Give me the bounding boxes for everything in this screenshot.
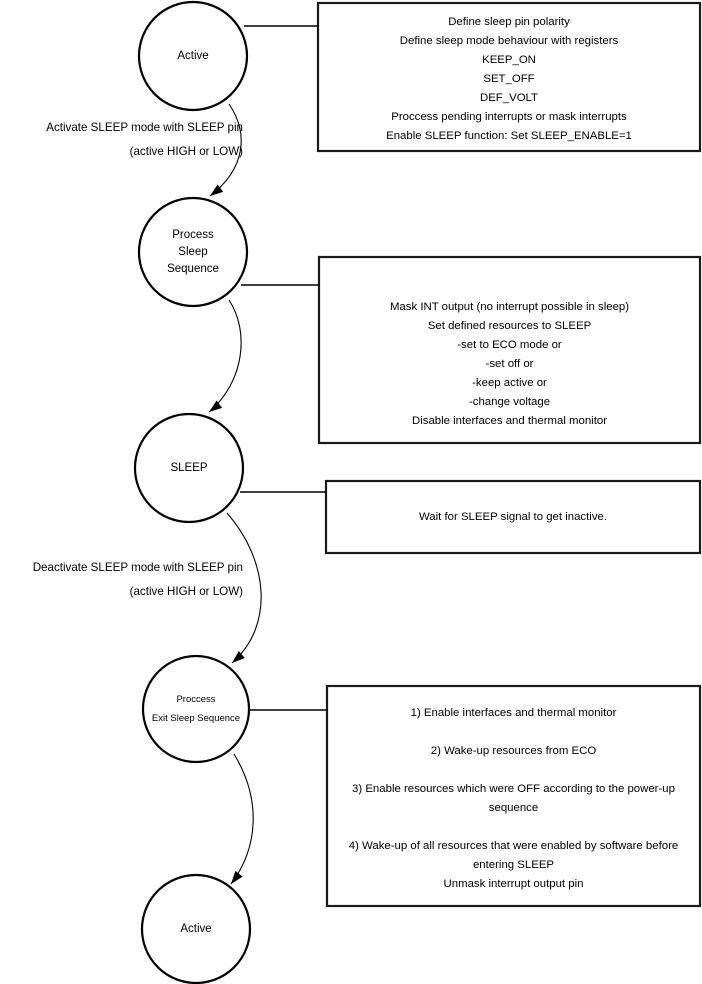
note-box-outline — [317, 255, 702, 445]
note-line: 4) Wake-up of all resources that were en… — [349, 840, 678, 852]
note-line: -keep active or — [472, 377, 547, 389]
note-box: Mask INT output (no interrupt possible i… — [317, 255, 702, 445]
note-line: -change voltage — [469, 396, 550, 408]
note-line: 1) Enable interfaces and thermal monitor — [411, 707, 617, 719]
transition-labels-layer: Activate SLEEP mode with SLEEP pin (activ… — [33, 121, 243, 598]
transition-arc — [226, 512, 262, 664]
arrowhead-icon — [232, 650, 245, 663]
note-box-outline — [325, 684, 702, 908]
note-line: entering SLEEP — [473, 859, 554, 871]
state-label: Active — [180, 923, 211, 935]
transition-arcs-layer — [208, 103, 262, 885]
transition-label-line: (active HIGH or LOW) — [130, 585, 244, 598]
note-line: Set defined resources to SLEEP — [428, 320, 591, 332]
state-label: SLEEP — [170, 462, 207, 474]
state-label: Sequence — [167, 263, 219, 275]
state-circle[interactable] — [133, 412, 245, 524]
note-line: Define sleep pin polarity — [448, 16, 570, 28]
note-line: -set off or — [486, 358, 534, 370]
state-label: Sleep — [178, 246, 207, 258]
state-circle[interactable] — [141, 654, 251, 764]
note-line: Proccess pending interrupts or mask inte… — [391, 111, 627, 123]
state-label: Active — [177, 50, 208, 62]
state-label: Process — [172, 229, 214, 241]
state-circle[interactable] — [137, 0, 249, 112]
transition-arc — [208, 299, 242, 413]
note-line: SET_OFF — [483, 73, 534, 85]
state-label: Proccess — [176, 694, 215, 705]
note-line: -set to ECO mode or — [457, 339, 562, 351]
note-line: Wait for SLEEP signal to get inactive. — [419, 511, 607, 523]
note-box: 1) Enable interfaces and thermal monitor… — [325, 684, 702, 908]
note-box-outline — [316, 1, 702, 153]
note-line: sequence — [489, 802, 538, 814]
arrowhead-icon — [209, 400, 223, 412]
note-box: Wait for SLEEP signal to get inactive. — [324, 479, 702, 555]
state-circles-layer: ActiveProcessSleepSequenceSLEEPProccessE… — [133, 0, 252, 984]
note-line: DEF_VOLT — [480, 92, 538, 104]
note-line: Disable interfaces and thermal monitor — [412, 415, 607, 427]
arrowhead-icon — [210, 184, 224, 196]
note-line: KEEP_ON — [482, 54, 536, 66]
state-node[interactable]: SLEEP — [133, 412, 245, 524]
state-node[interactable]: Active — [140, 873, 252, 984]
transition-label: Deactivate SLEEP mode with SLEEP pin (act… — [33, 561, 243, 598]
state-node[interactable]: Active — [137, 0, 249, 112]
transition-arc — [230, 753, 254, 885]
note-line: Unmask interrupt output pin — [444, 878, 584, 890]
note-line: 2) Wake-up resources from ECO — [431, 745, 597, 757]
note-line: Enable SLEEP function: Set SLEEP_ENABLE=… — [386, 130, 632, 142]
note-box-outline — [324, 479, 702, 555]
state-circle[interactable] — [140, 873, 252, 984]
note-line: Mask INT output (no interrupt possible i… — [390, 301, 629, 313]
note-line: 3) Enable resources which were OFF accor… — [352, 783, 675, 795]
note-line: Define sleep mode behaviour with registe… — [400, 35, 619, 47]
transition-label: Activate SLEEP mode with SLEEP pin (activ… — [46, 121, 243, 158]
state-label: Exit Sleep Sequence — [152, 713, 240, 724]
transition-label-line: (active HIGH or LOW) — [130, 145, 244, 158]
transition-label-line: Deactivate SLEEP mode with SLEEP pin — [33, 561, 243, 574]
arrowhead-icon — [231, 870, 243, 884]
connector-lines-layer — [240, 25, 327, 711]
transition-label-line: Activate SLEEP mode with SLEEP pin — [46, 121, 243, 134]
state-circle[interactable] — [137, 196, 249, 308]
